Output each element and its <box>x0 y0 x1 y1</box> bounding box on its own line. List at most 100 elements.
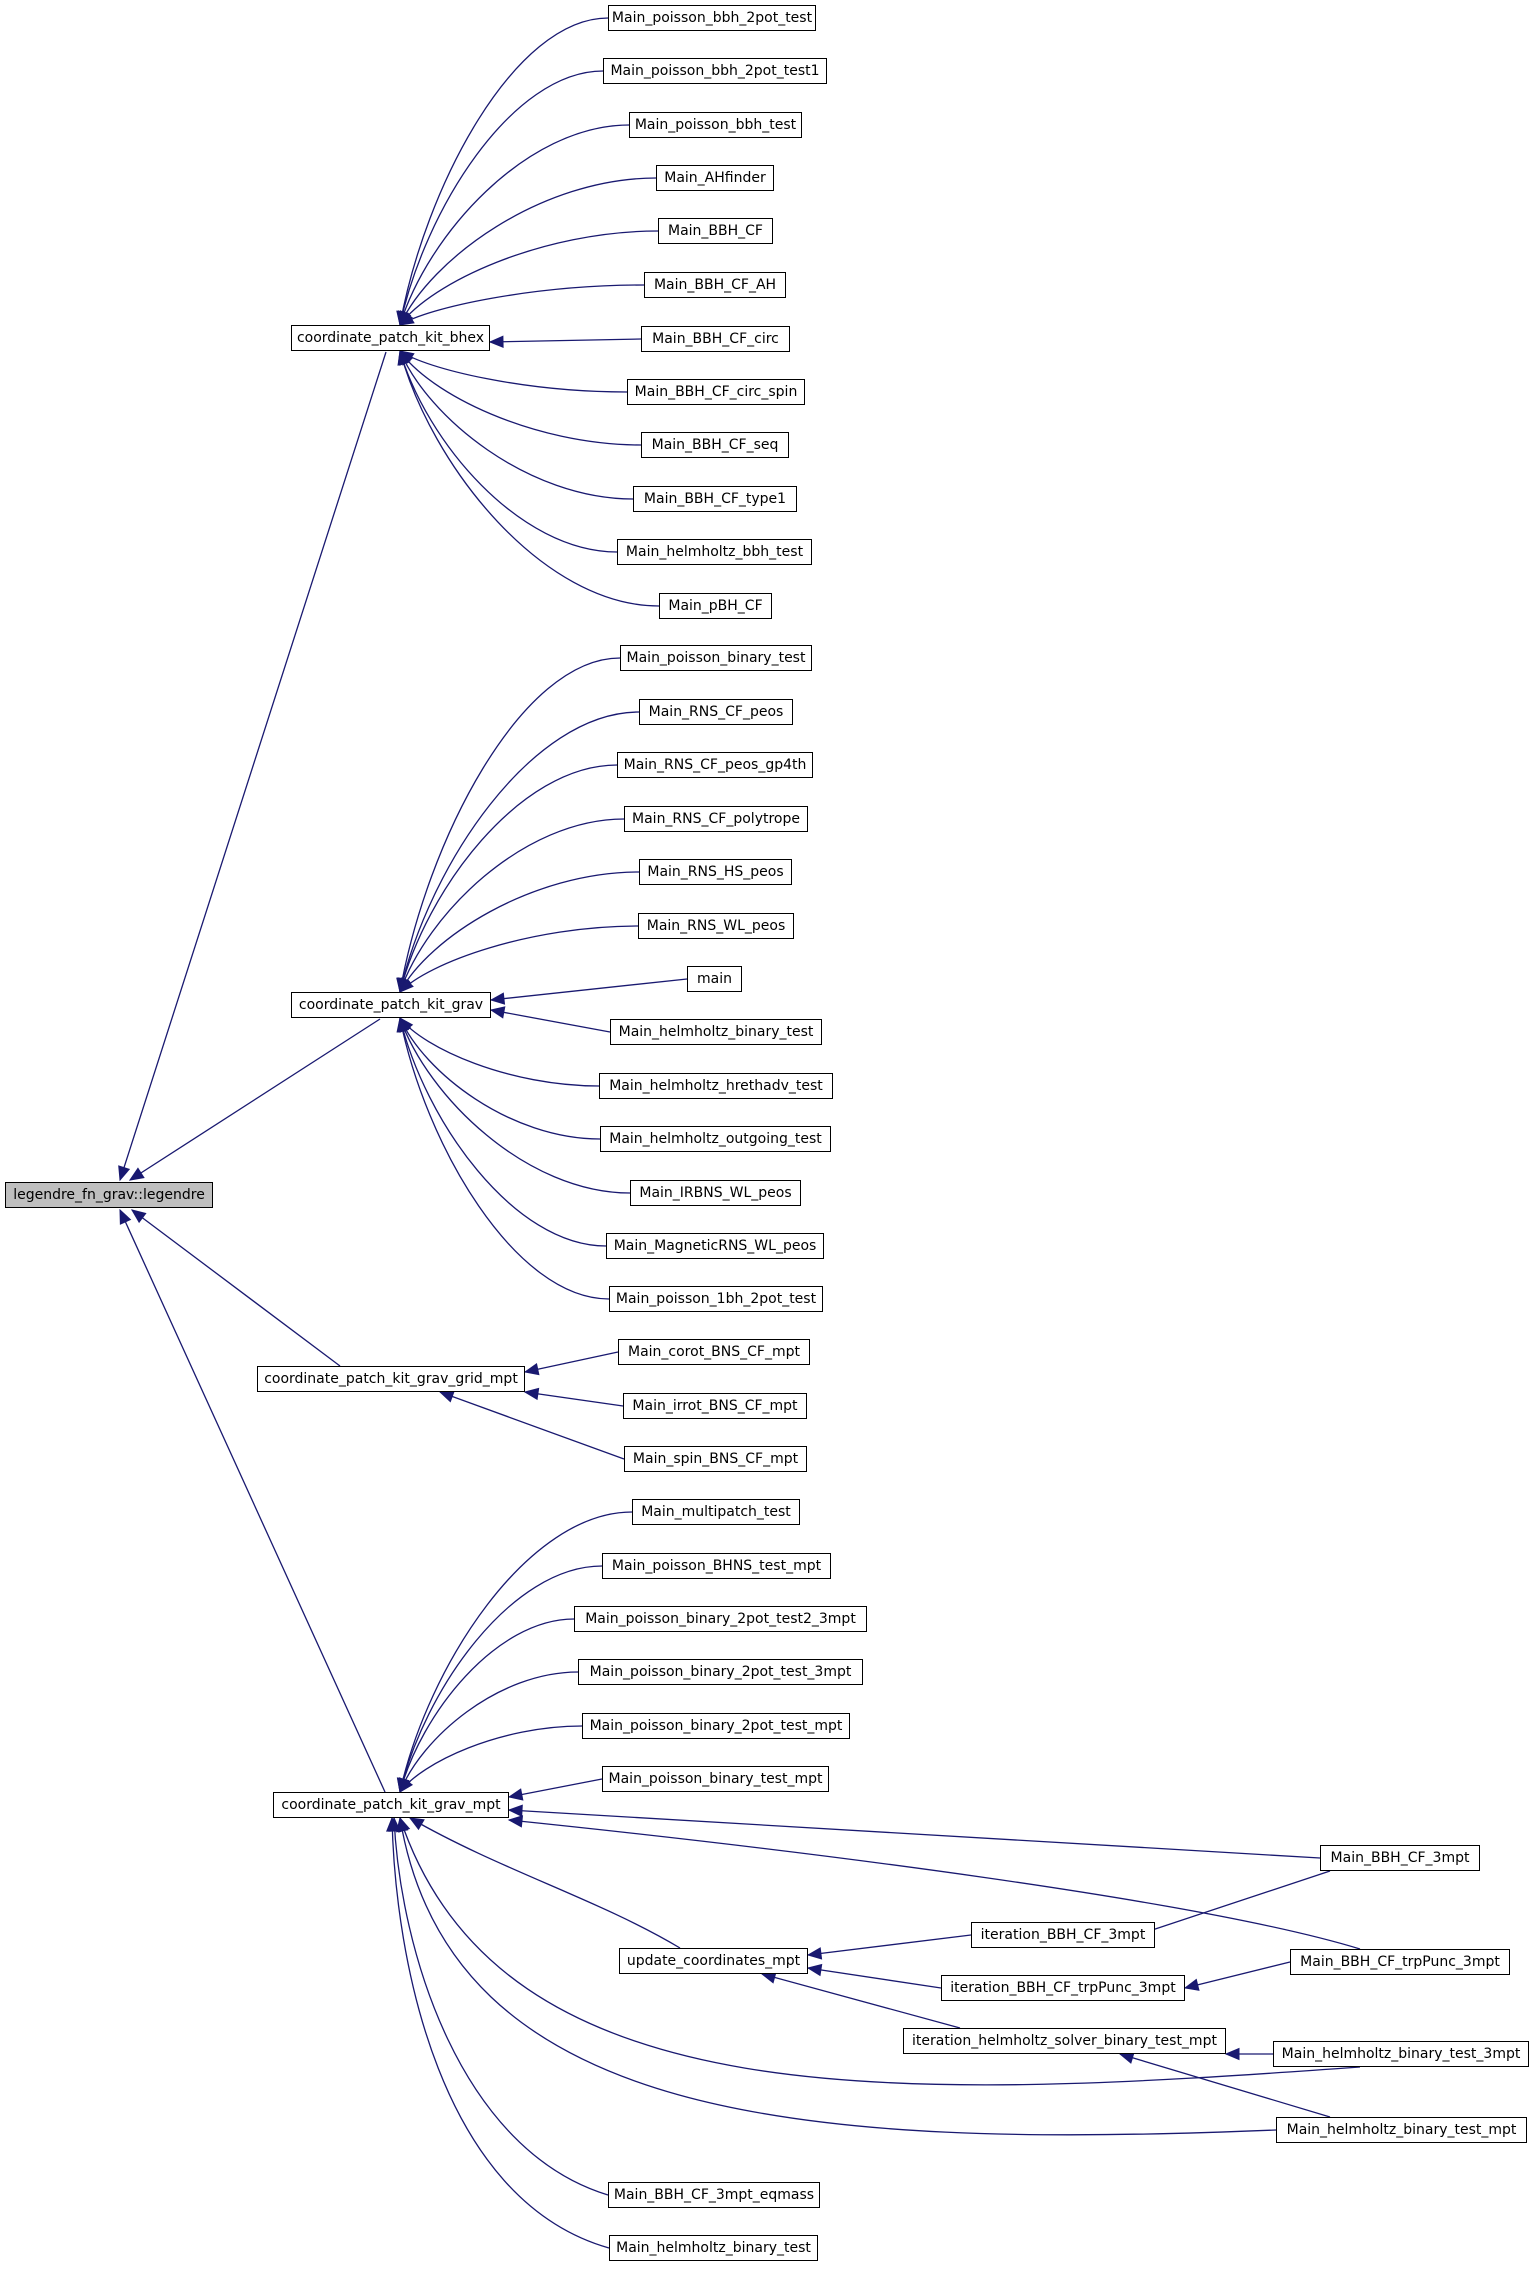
arrow-head-g13-to-grav <box>396 1016 409 1033</box>
node-main-bbh-cf-circ[interactable]: Main_BBH_CF_circ <box>641 326 790 352</box>
node-coordinate-patch-kit-grav[interactable]: coordinate_patch_kit_grav <box>291 992 491 1018</box>
arrow-head-mtrp3-to-gravmpt <box>507 1815 524 1828</box>
node-main-helmholtz-binary-test-grav[interactable]: Main_helmholtz_binary_test <box>610 1019 822 1045</box>
edge-b12-to-bhex <box>399 350 660 607</box>
node-coordinate-patch-kit-grav-grid-mpt[interactable]: coordinate_patch_kit_grav_grid_mpt <box>257 1366 525 1392</box>
arrow-head-gridmpt-to-root <box>130 1209 147 1224</box>
node-main-bbh-cf-3mpt[interactable]: Main_BBH_CF_3mpt <box>1320 1845 1480 1871</box>
edge-mtrp3-to-gravmpt <box>508 1819 1361 1950</box>
node-main-helmholtz-binary-test-mpt-child[interactable]: Main_helmholtz_binary_test <box>609 2235 818 2261</box>
edge-g7-to-grav <box>490 978 688 1001</box>
edge-g9-to-grav <box>399 1017 600 1087</box>
edge-m2-to-gravmpt <box>399 1565 603 1793</box>
edge-g10-to-grav <box>399 1017 601 1140</box>
node-main-bbh-cf-seq[interactable]: Main_BBH_CF_seq <box>641 432 789 458</box>
edge-mhm-to-gravmpt <box>399 1817 1277 2136</box>
node-main-bbh-cf-3mpt-eqmass[interactable]: Main_BBH_CF_3mpt_eqmass <box>608 2182 820 2208</box>
node-main-poisson-1bh-2pot-test[interactable]: Main_poisson_1bh_2pot_test <box>609 1286 823 1312</box>
edge-b7-to-bhex <box>489 338 642 343</box>
edge-g3-to-grav <box>399 764 618 993</box>
node-main-poisson-bbh-2pot-test[interactable]: Main_poisson_bbh_2pot_test <box>608 5 816 31</box>
node-main-magneticrns-wl-peos[interactable]: Main_MagneticRNS_WL_peos <box>606 1233 824 1259</box>
node-coordinate-patch-kit-bhex[interactable]: coordinate_patch_kit_bhex <box>291 325 490 351</box>
node-main-helmholtz-bbh-test[interactable]: Main_helmholtz_bbh_test <box>617 539 812 565</box>
edge-m8-to-gravmpt <box>391 1817 610 2249</box>
node-main-bbh-cf-trppunc-3mpt[interactable]: Main_BBH_CF_trpPunc_3mpt <box>1290 1949 1510 1975</box>
edge-g4-to-grav <box>399 818 625 993</box>
edge-b4-to-bhex <box>399 177 657 326</box>
node-main-bbh-cf-ah[interactable]: Main_BBH_CF_AH <box>644 272 786 298</box>
edge-mtrp3-to-ittrp <box>1184 1961 1291 1989</box>
edge-g2-to-grav <box>399 711 640 993</box>
edge-b3-to-bhex <box>399 124 630 326</box>
edge-b1-to-bhex <box>399 17 609 326</box>
node-main-helmholtz-outgoing-test[interactable]: Main_helmholtz_outgoing_test <box>600 1126 831 1152</box>
node-iteration-bbh-cf-trppunc-3mpt[interactable]: iteration_BBH_CF_trpPunc_3mpt <box>941 1975 1185 2001</box>
arrow-head-ittrp-to-upd <box>806 1963 823 1977</box>
node-main-rns-cf-peos-gp4th[interactable]: Main_RNS_CF_peos_gp4th <box>617 752 813 778</box>
arrow-head-grav-to-root <box>128 1167 145 1181</box>
node-main-poisson-bhns-test-mpt[interactable]: Main_poisson_BHNS_test_mpt <box>602 1553 831 1579</box>
arrow-head-mtrp3-to-ittrp <box>1183 1978 1200 1991</box>
node-iteration-helmholtz-solver-binary-test-mpt[interactable]: iteration_helmholtz_solver_binary_test_m… <box>903 2028 1226 2054</box>
node-main-poisson-binary-2pot-test2-3mpt[interactable]: Main_poisson_binary_2pot_test2_3mpt <box>574 1606 867 1632</box>
node-main-helmholtz-binary-test-3mpt[interactable]: Main_helmholtz_binary_test_3mpt <box>1273 2041 1529 2067</box>
node-main-corot-bns-cf-mpt[interactable]: Main_corot_BNS_CF_mpt <box>618 1339 810 1365</box>
node-main-helmholtz-binary-test-mpt[interactable]: Main_helmholtz_binary_test_mpt <box>1276 2117 1527 2143</box>
edge-upd-to-gravmpt <box>409 1817 681 1949</box>
node-main-bbh-cf-type1[interactable]: Main_BBH_CF_type1 <box>633 486 797 512</box>
edge-itbbh-to-upd <box>807 1934 972 1956</box>
edge-g13-to-grav <box>399 1017 610 1300</box>
node-main-ahfinder[interactable]: Main_AHfinder <box>656 165 774 191</box>
node-main-poisson-binary-test[interactable]: Main_poisson_binary_test <box>620 645 812 671</box>
node-main-irbns-wl-peos[interactable]: Main_IRBNS_WL_peos <box>630 1180 801 1206</box>
edge-ittrp-to-upd <box>807 1967 942 1989</box>
edge-mbbh3-to-gravmpt <box>508 1809 1321 1859</box>
node-main-poisson-bbh-test[interactable]: Main_poisson_bbh_test <box>629 112 802 138</box>
node-main-bbh-cf-circ-spin[interactable]: Main_BBH_CF_circ_spin <box>627 379 805 405</box>
node-main-rns-cf-polytrope[interactable]: Main_RNS_CF_polytrope <box>624 806 808 832</box>
arrow-head-mbbh3-to-gravmpt <box>507 1804 523 1818</box>
edge-m3-to-gravmpt <box>399 1618 575 1793</box>
node-legendre-fn-grav-legendre: legendre_fn_grav::legendre <box>5 1182 213 1208</box>
node-main-poisson-binary-2pot-test-3mpt[interactable]: Main_poisson_binary_2pot_test_3mpt <box>578 1659 863 1685</box>
edge-b8-to-bhex <box>399 350 628 393</box>
arrow-head-g6-to-grav <box>399 977 414 993</box>
arrow-head-m8-to-gravmpt <box>386 1816 399 1832</box>
arrow-head-r3-to-gridmpt <box>438 1390 455 1403</box>
node-main-bbh-cf[interactable]: Main_BBH_CF <box>658 218 773 244</box>
node-main-multipatch-test[interactable]: Main_multipatch_test <box>632 1499 800 1525</box>
edge-g11-to-grav <box>399 1017 631 1194</box>
edge-g6-to-grav <box>399 925 639 993</box>
edge-m1-to-gravmpt <box>399 1511 633 1793</box>
arrow-head-mhm-to-ithelm <box>1118 2051 1135 2064</box>
node-main-irrot-bns-cf-mpt[interactable]: Main_irrot_BNS_CF_mpt <box>623 1393 807 1419</box>
node-main-rns-cf-peos[interactable]: Main_RNS_CF_peos <box>639 699 793 725</box>
arrow-head-m5-to-gravmpt <box>399 1777 414 1794</box>
node-main-spin-bns-cf-mpt[interactable]: Main_spin_BNS_CF_mpt <box>624 1446 807 1472</box>
arrow-head-b7-to-bhex <box>488 335 504 348</box>
node-main-rns-wl-peos[interactable]: Main_RNS_WL_peos <box>638 913 794 939</box>
node-update-coordinates-mpt[interactable]: update_coordinates_mpt <box>619 1948 808 1974</box>
node-main-poisson-bbh-2pot-test1[interactable]: Main_poisson_bbh_2pot_test1 <box>603 58 827 84</box>
edge-g8-to-grav <box>490 1009 611 1033</box>
edge-mhm-to-ithelm <box>1119 2053 1331 2118</box>
edge-m4-to-gravmpt <box>399 1671 579 1793</box>
node-main-poisson-binary-2pot-test-mpt[interactable]: Main_poisson_binary_2pot_test_mpt <box>582 1713 850 1739</box>
node-iteration-bbh-cf-3mpt[interactable]: iteration_BBH_CF_3mpt <box>971 1922 1155 1948</box>
node-main[interactable]: main <box>687 966 742 992</box>
arrow-head-r1-to-gridmpt <box>523 1363 540 1376</box>
node-main-poisson-binary-test-mpt[interactable]: Main_poisson_binary_test_mpt <box>602 1766 829 1792</box>
node-coordinate-patch-kit-grav-mpt[interactable]: coordinate_patch_kit_grav_mpt <box>273 1792 509 1818</box>
node-main-pbh-cf[interactable]: Main_pBH_CF <box>659 593 772 619</box>
arrow-head-itbbh-to-upd <box>806 1947 823 1960</box>
edge-ithelm-to-upd <box>761 1973 961 2029</box>
arrow-head-gravmpt-to-root <box>119 1208 132 1225</box>
arrow-head-m6-to-gravmpt <box>507 1788 524 1801</box>
edge-g1-to-grav <box>399 657 621 993</box>
edge-gravmpt-to-root <box>119 1209 386 1793</box>
node-main-helmholtz-hrethadv-test[interactable]: Main_helmholtz_hrethadv_test <box>599 1073 833 1099</box>
node-main-rns-hs-peos[interactable]: Main_RNS_HS_peos <box>639 859 792 885</box>
